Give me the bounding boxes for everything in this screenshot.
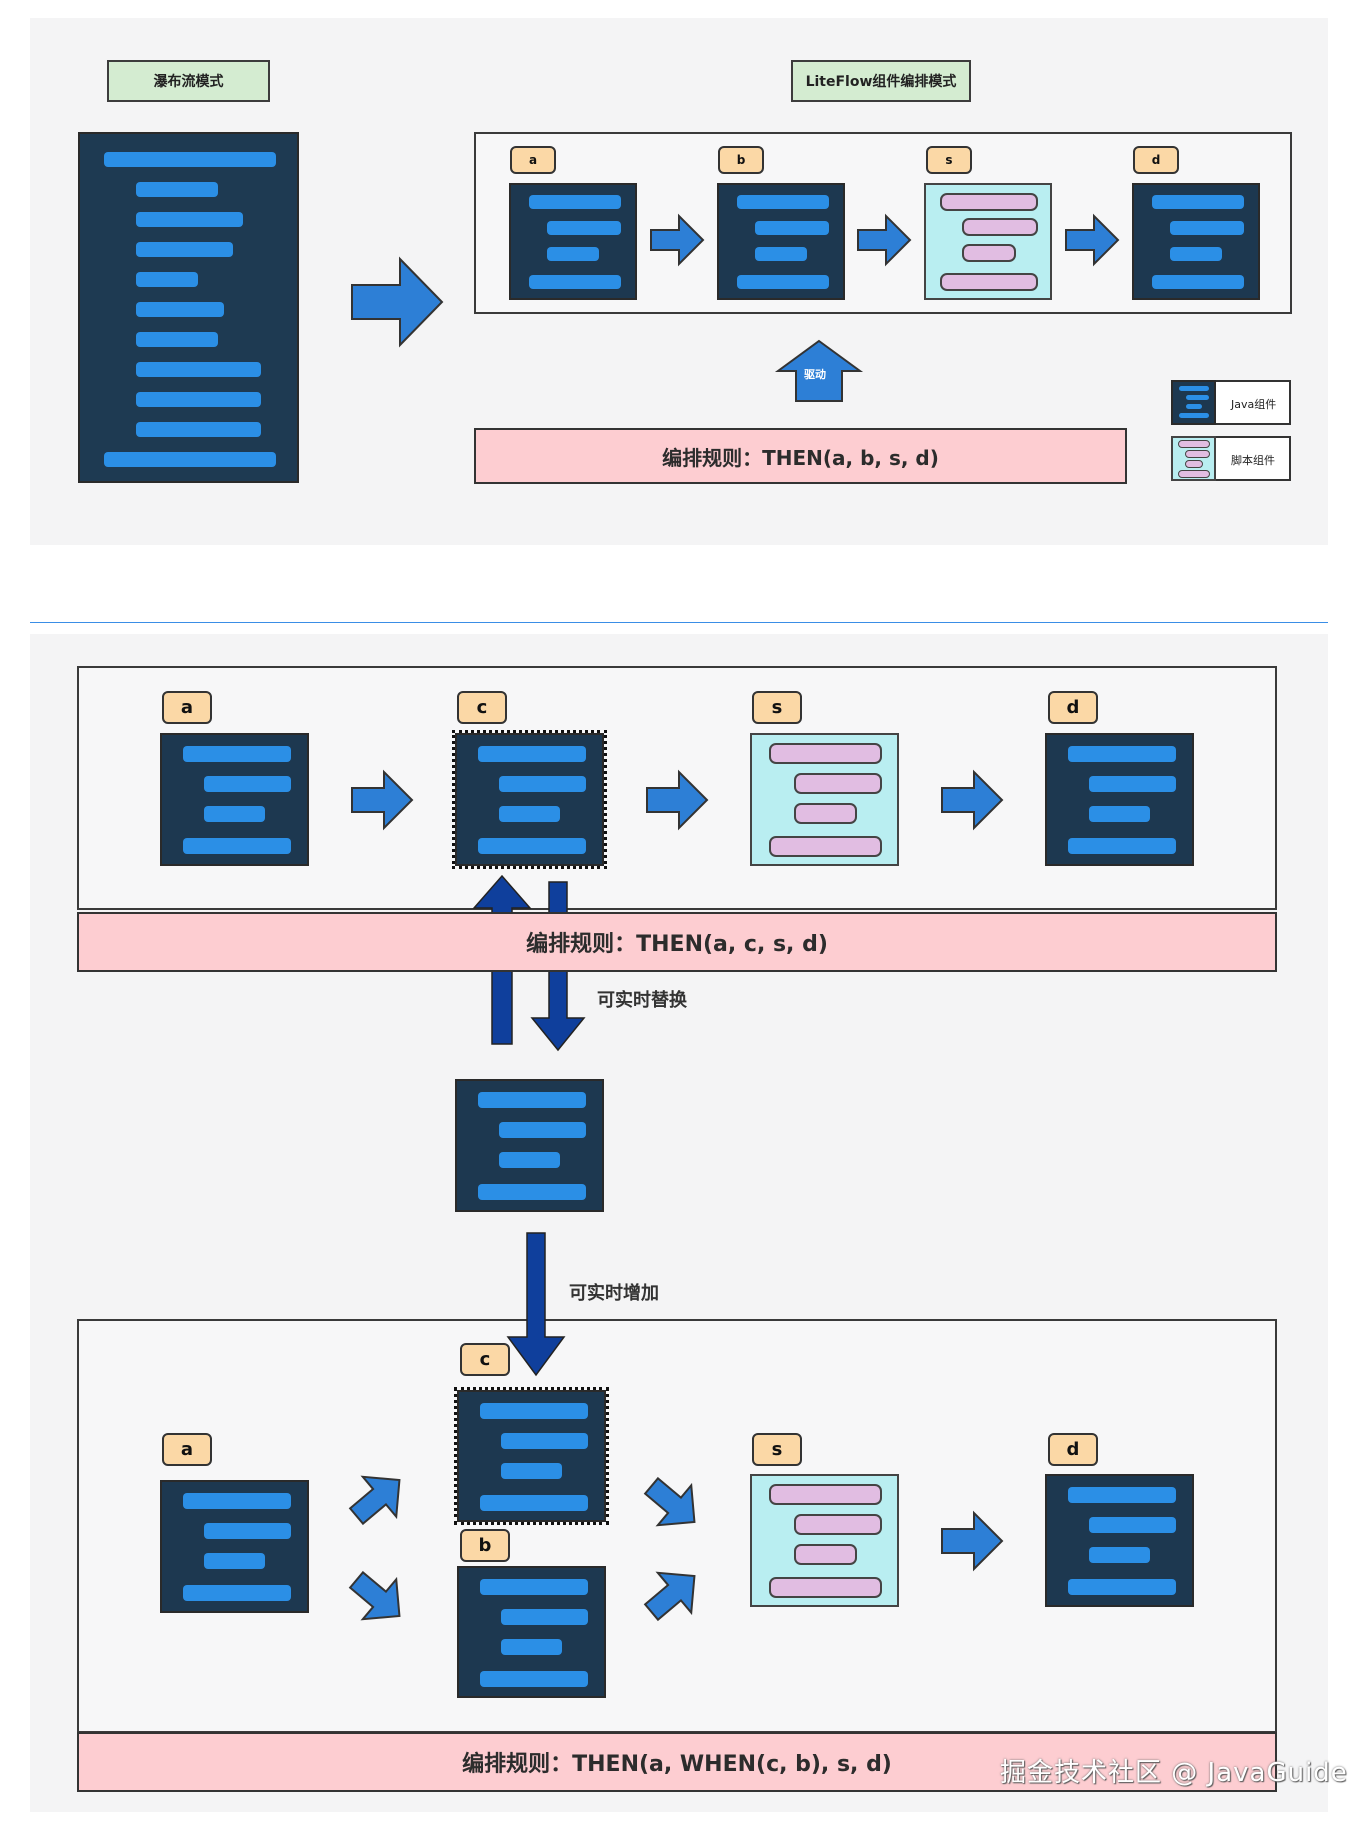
legend-java: Java组件 (1171, 380, 1291, 425)
rule-add: 编排规则：THEN(a, WHEN(c, b), s, d) (77, 1732, 1277, 1792)
tag-a: a (162, 691, 212, 724)
legend-script: 脚本组件 (1171, 436, 1291, 481)
arrow-down-right-icon (348, 1570, 401, 1621)
legend-script-label: 脚本组件 (1231, 454, 1275, 467)
script-component-s (924, 183, 1052, 300)
rule-top: 编排规则：THEN(a, b, s, d) (474, 428, 1127, 484)
tag-d: d (1048, 1433, 1098, 1466)
java-component-d (1045, 733, 1194, 866)
tag-d: d (1048, 691, 1098, 724)
rule-replace: 编排规则：THEN(a, c, s, d) (77, 912, 1277, 972)
java-component-a (160, 1480, 309, 1613)
transform-arrow-icon (351, 256, 444, 348)
java-component-a (160, 733, 309, 866)
java-component-c-replaceable (452, 730, 607, 869)
drive-label: 驱动 (804, 368, 826, 381)
arrow-right-icon (650, 213, 705, 267)
java-component-c-added (454, 1387, 609, 1525)
replace-caption: 可实时替换 (597, 990, 687, 1011)
liteflow-mode-label: LiteFlow组件编排模式 (791, 60, 971, 102)
watermark: 掘金技术社区 @ JavaGuide (1000, 1758, 1348, 1788)
arrow-right-icon (646, 769, 709, 831)
tag-s: s (926, 146, 972, 174)
tag-a: a (162, 1433, 212, 1466)
add-caption: 可实时增加 (569, 1283, 659, 1304)
arrow-right-icon (941, 769, 1004, 831)
java-component-b (717, 183, 845, 300)
java-component-new (455, 1079, 604, 1212)
java-component-a (509, 183, 637, 300)
arrow-up-right-icon (643, 1571, 696, 1622)
tag-b: b (718, 146, 764, 174)
section-divider (30, 622, 1328, 623)
legend-java-swatch (1171, 380, 1216, 425)
script-component-s (750, 733, 899, 866)
arrow-up-right-icon (348, 1475, 401, 1526)
java-component-d (1045, 1474, 1194, 1607)
arrow-right-icon (857, 213, 912, 267)
tag-c: c (460, 1343, 510, 1376)
tag-s: s (752, 1433, 802, 1466)
legend-script-swatch (1171, 436, 1216, 481)
tag-b: b (460, 1529, 510, 1562)
arrow-right-icon (1065, 213, 1120, 267)
script-component-s (750, 1474, 899, 1607)
legend-java-label: Java组件 (1231, 398, 1277, 411)
tag-d: d (1133, 146, 1179, 174)
java-component-b (457, 1566, 606, 1698)
waterfall-mode-label: 瀑布流模式 (107, 60, 270, 102)
tag-s: s (752, 691, 802, 724)
drive-up-arrow-icon (774, 339, 864, 402)
add-down-arrow-icon (506, 1232, 566, 1377)
arrow-right-icon (941, 1510, 1004, 1572)
waterfall-code-block (78, 132, 299, 483)
java-component-d (1132, 183, 1260, 300)
arrow-down-right-icon (643, 1476, 696, 1527)
tag-c: c (457, 691, 507, 724)
tag-a: a (510, 146, 556, 174)
arrow-right-icon (351, 769, 414, 831)
